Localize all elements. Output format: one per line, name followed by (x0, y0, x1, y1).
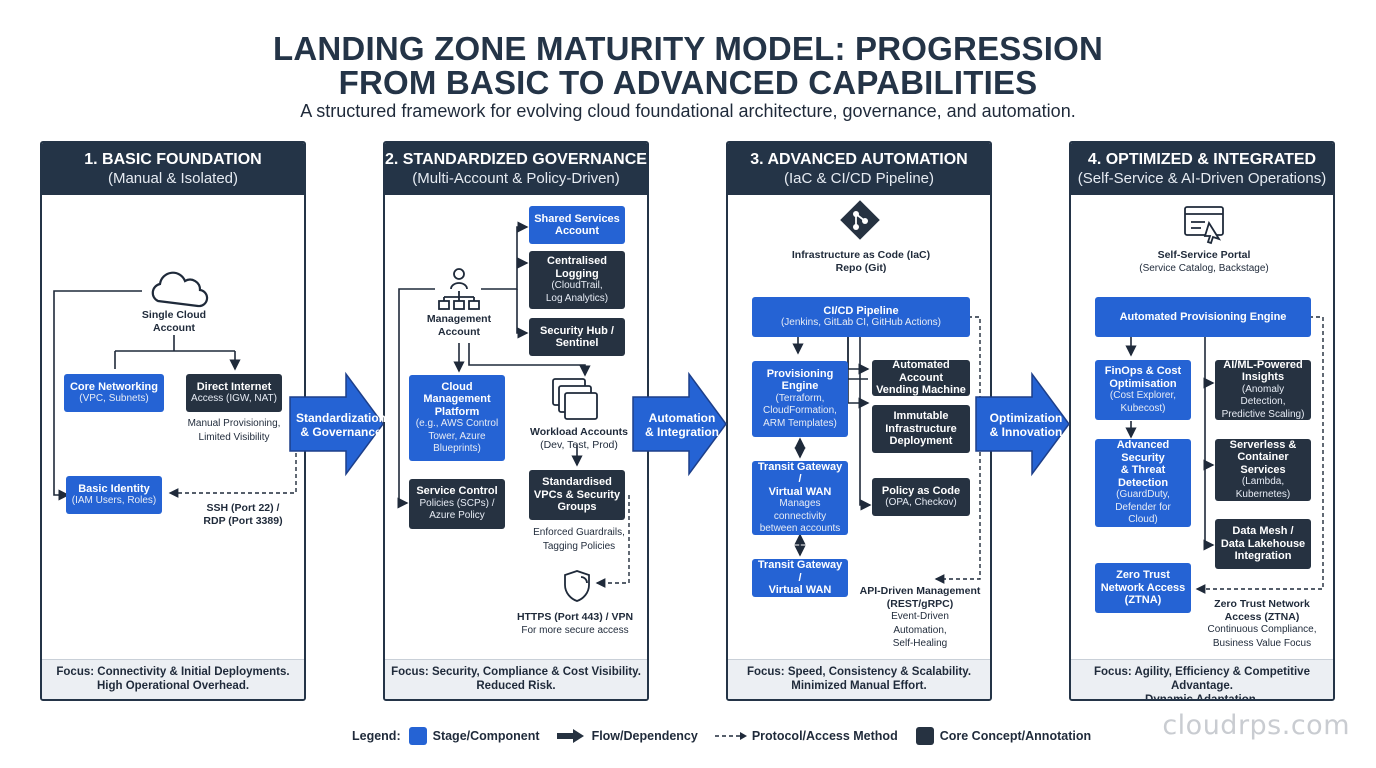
dashed-arrow-icon (714, 732, 747, 740)
legend-item-stage: Stage/Component (401, 727, 540, 745)
stage-2-connectors (397, 221, 630, 602)
stage-3-panel: 3. ADVANCED AUTOMATION (IaC & CI/CD Pipe… (726, 141, 992, 701)
transition-label-1: Standardization& Governance (295, 411, 386, 439)
stage-2-subtitle: (Multi-Account & Policy-Driven) (412, 170, 620, 187)
stage-4-connectors (1125, 206, 1324, 594)
transition-label-3: Optimization& Innovation (989, 411, 1063, 439)
self-service-portal-label: Self-Service Portal(Service Catalog, Bac… (1139, 249, 1269, 274)
title-line-1: LANDING ZONE MATURITY MODEL: PROGRESSION (273, 30, 1103, 67)
git-icon (840, 200, 880, 240)
stage-1-subtitle: (Manual & Isolated) (107, 170, 239, 187)
stage-2-panel: 2. STANDARDIZED GOVERNANCE (Multi-Accoun… (383, 141, 649, 701)
legend-item-core: Core Concept/Annotation (914, 727, 1091, 745)
workload-accounts-icon (552, 378, 598, 420)
stage-3-focus: Focus: Speed, Consistency & Scalability.… (728, 659, 990, 699)
stage-1-title: 1. BASIC FOUNDATION (84, 151, 262, 168)
stage-1-header: 1. BASIC FOUNDATION (Manual & Isolated) (42, 143, 304, 195)
api-driven-management-note: API-Driven Management(REST/gRPC) Event-D… (859, 585, 981, 649)
transit-gateway-secondary-box: Transit Gateway /Virtual WAN (752, 559, 848, 597)
title-line-2: FROM BASIC TO ADVANCED CAPABILITIES (338, 64, 1038, 101)
stage-4-title: 4. OPTIMIZED & INTEGRATED (1087, 151, 1317, 168)
ssh-rdp-note: SSH (Port 22) /RDP (Port 3389) (203, 502, 283, 527)
cloud-icon (151, 271, 209, 308)
legend-item-flow: Flow/Dependency (556, 728, 698, 744)
cicd-pipeline-box: CI/CD Pipeline(Jenkins, GitLab CI, GitHu… (752, 297, 970, 337)
automated-provisioning-engine-box: Automated Provisioning Engine (1095, 297, 1311, 337)
legend-swatch-dark (915, 727, 934, 745)
flow-arrow-icon (556, 729, 584, 743)
legend-item-protocol: Protocol/Access Method (714, 729, 898, 743)
basic-identity-box: Basic Identity(IAM Users, Roles) (66, 476, 162, 514)
core-networking-box: Core Networking(VPC, Subnets) (64, 374, 164, 412)
hierarchy-icon (438, 268, 480, 310)
legend-title: Legend: (352, 729, 401, 743)
transition-label-2: Automation& Integration (645, 411, 719, 439)
portal-cursor-icon (1184, 206, 1224, 245)
security-hub-box: Security Hub /Sentinel (529, 318, 625, 356)
policy-as-code-box: Policy as Code(OPA, Checkov) (872, 478, 970, 516)
stage-2-header: 2. STANDARDIZED GOVERNANCE (Multi-Accoun… (385, 143, 647, 195)
page-subtitle: A structured framework for evolving clou… (300, 101, 1076, 121)
serverless-container-box: Serverless &Container Services (Lambda,K… (1215, 439, 1311, 501)
stage-1-connectors (53, 271, 297, 501)
stage-4-focus: Focus: Agility, Efficiency & Competitive… (1071, 659, 1333, 699)
watermark: cloudrps.com (1162, 710, 1350, 741)
stage-3-header: 3. ADVANCED AUTOMATION (IaC & CI/CD Pipe… (728, 143, 990, 195)
shield-icon (564, 570, 590, 602)
stage-1-panel: 1. BASIC FOUNDATION (Manual & Isolated) … (40, 141, 306, 701)
stage-2-title: 2. STANDARDIZED GOVERNANCE (385, 151, 647, 168)
stage-3-title: 3. ADVANCED AUTOMATION (750, 151, 968, 168)
manual-provisioning-note: Manual Provisioning,Limited Visibility (187, 418, 281, 443)
stage-1-focus: Focus: Connectivity & Initial Deployment… (42, 659, 304, 699)
stage-4-panel: 4. OPTIMIZED & INTEGRATED (Self-Service … (1069, 141, 1335, 701)
workload-accounts-label: Workload Accounts(Dev, Test, Prod) (529, 426, 628, 451)
stage-2-focus: Focus: Security, Compliance & Cost Visib… (385, 659, 647, 699)
guardrails-note: Enforced Guardrails,Tagging Policies (533, 527, 625, 552)
legend: Legend: Stage/Component Flow/Dependency … (352, 726, 1107, 746)
stage-3-subtitle: (IaC & CI/CD Pipeline) (783, 170, 935, 187)
stage-4-header: 4. OPTIMIZED & INTEGRATED (Self-Service … (1071, 143, 1333, 195)
stage-4-subtitle: (Self-Service & AI-Driven Operations) (1077, 170, 1327, 187)
legend-swatch-blue (408, 727, 427, 745)
iac-repo-label: Infrastructure as Code (IaC)Repo (Git) (791, 249, 931, 274)
